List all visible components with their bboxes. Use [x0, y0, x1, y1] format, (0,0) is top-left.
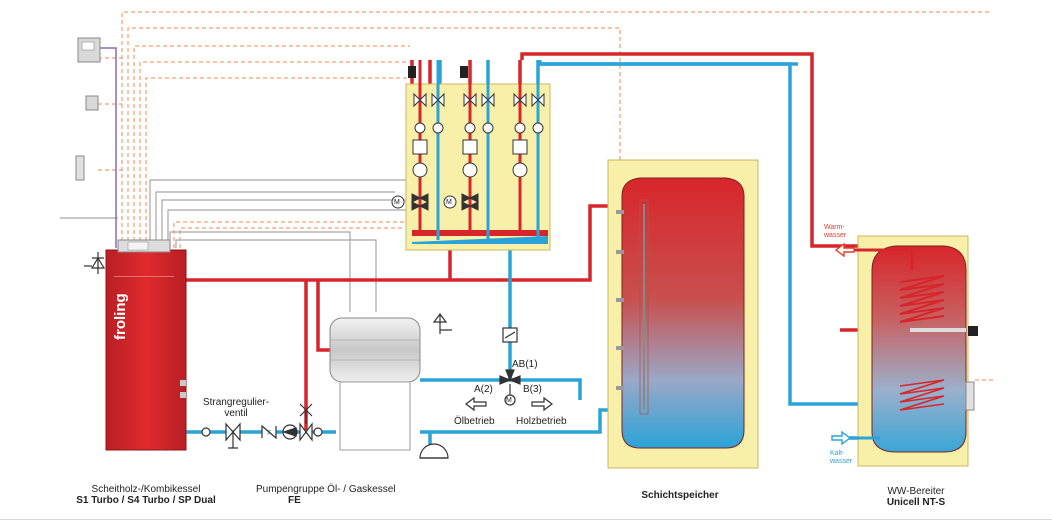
boiler-brand-logo: froling [112, 293, 129, 340]
boiler-caption-line1: Scheitholz-/Kombikessel [91, 484, 201, 495]
dhw-tank [857, 235, 978, 467]
wood-mode-label: Holzbetrieb [516, 416, 567, 427]
manifold-pipes-cold [436, 60, 540, 240]
dhw-caption: WW-Bereiter Unicell NT-S [856, 486, 976, 508]
dhw-coil-lower [899, 379, 945, 411]
warm-water-label-line2: wasser [824, 232, 847, 239]
port-a-label: A(2) [474, 384, 493, 395]
heat-exchanger [329, 317, 421, 451]
distribution-manifold [405, 83, 551, 251]
warm-water-label: Warm- wasser [824, 224, 846, 240]
manifold-valves-icon [391, 92, 545, 211]
storage-caption: Schichtspeicher [641, 490, 719, 501]
manifold-motor-left-label: M [394, 199, 400, 206]
strang-valve-label: Strangregulier- ventil [196, 397, 276, 419]
pump-group-caption: Pumpengruppe Öl- / Gaskessel FE [256, 484, 436, 506]
oil-mode-label: Ölbetrieb [454, 416, 495, 427]
boiler [105, 239, 187, 451]
strang-valve-label-line1: Strangregulier- [202, 397, 270, 408]
manifold-motor-right-label: M [446, 199, 452, 206]
pump-group-caption-line2: FE [288, 495, 301, 506]
pump-icon [282, 424, 298, 440]
room-controller [77, 37, 101, 63]
boiler-caption-line2: S1 Turbo / S4 Turbo / SP Dual [76, 495, 216, 506]
bottom-divider [0, 519, 1052, 520]
three-way-valve-icon [499, 327, 521, 406]
gauge-icon [201, 427, 211, 437]
flow-arrow-oil-icon [465, 396, 487, 412]
signal-lines [98, 11, 995, 381]
room-sensor [85, 95, 99, 111]
port-b-label: B(3) [523, 384, 542, 395]
sensor-wire [98, 47, 117, 248]
check-valve-icon [261, 424, 277, 440]
pump-group-caption-line1: Pumpengruppe Öl- / Gaskessel [256, 484, 396, 495]
cold-water-arrow-icon [831, 430, 852, 446]
dhw-caption-line1: WW-Bereiter [887, 486, 945, 497]
dhw-coil [899, 275, 945, 323]
safety-valve-boiler-icon [84, 252, 106, 274]
strang-valve-label-line2: ventil [224, 408, 248, 419]
warm-water-label-line1: Warm- [824, 224, 845, 231]
safety-valve-hx-icon [432, 313, 452, 334]
mixer-motor-label: M [506, 397, 512, 404]
boiler-caption: Scheitholz-/Kombikessel S1 Turbo / S4 Tu… [56, 484, 236, 506]
pump-thermostat-icon [408, 66, 468, 78]
port-ab-label: AB(1) [512, 359, 538, 370]
buffer-storage-tank [607, 159, 759, 469]
tank-sensor-ports [616, 210, 624, 390]
cold-water-label-line2: wasser [830, 458, 853, 465]
cold-water-label-line1: Kalt- [830, 450, 845, 457]
flow-arrow-wood-icon [531, 396, 553, 412]
outdoor-sensor [75, 155, 85, 181]
mixing-valve-fe-icon [299, 403, 323, 442]
balancing-valve-icon [225, 422, 241, 449]
cold-water-label: Kalt- wasser [830, 450, 852, 466]
expansion-vessel-icon [419, 443, 449, 459]
warm-water-arrow-icon [834, 242, 855, 258]
dhw-caption-line2: Unicell NT-S [886, 497, 946, 508]
